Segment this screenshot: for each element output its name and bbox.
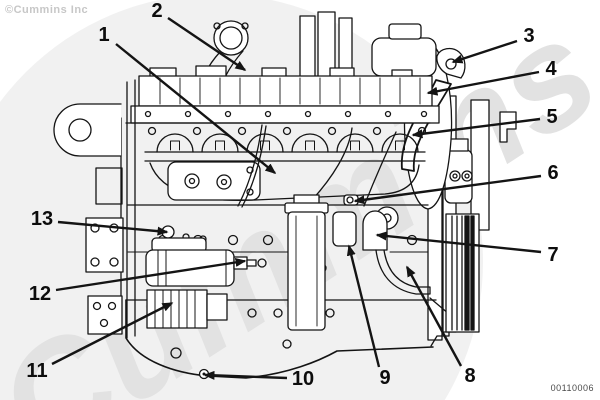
breather-dome bbox=[362, 210, 388, 251]
callout-9-leader-line bbox=[346, 244, 381, 368]
engine-line-art bbox=[53, 11, 517, 380]
callout-7: 7 bbox=[375, 231, 559, 266]
callout-10: 10 bbox=[203, 368, 314, 390]
callout-2-number: 2 bbox=[151, 0, 162, 22]
callout-6-number: 6 bbox=[547, 162, 558, 184]
callout-11: 11 bbox=[26, 301, 174, 382]
callout-4-leader-line bbox=[426, 70, 540, 96]
crank-pulley bbox=[445, 213, 480, 333]
callout-13-leader-line bbox=[57, 220, 169, 236]
callout-13-number: 13 bbox=[31, 208, 53, 230]
callout-5-leader-line bbox=[411, 117, 541, 139]
callout-8-leader-line bbox=[405, 265, 463, 367]
callout-10-leader-line bbox=[203, 370, 288, 380]
callout-11-leader-line bbox=[51, 301, 174, 366]
dipstick-tube bbox=[237, 124, 267, 208]
access-cover bbox=[167, 161, 261, 201]
callout-6: 6 bbox=[353, 162, 559, 205]
air-intake-connection bbox=[371, 23, 437, 77]
copyright-watermark: ©Cummins Inc bbox=[5, 4, 89, 16]
callout-1-leader-line bbox=[115, 43, 277, 174]
callout-10-number: 10 bbox=[292, 368, 314, 390]
callout-5-number: 5 bbox=[546, 106, 557, 128]
callout-7-leader-line bbox=[375, 231, 542, 254]
callout-7-number: 7 bbox=[547, 244, 558, 266]
callout-5: 5 bbox=[411, 106, 558, 139]
callout-1: 1 bbox=[98, 24, 277, 174]
water-pump bbox=[444, 138, 473, 204]
callout-13: 13 bbox=[31, 208, 169, 236]
callout-2: 2 bbox=[151, 0, 247, 71]
drain-hose bbox=[375, 249, 431, 295]
callout-3-leader-line bbox=[451, 39, 518, 64]
callout-12: 12 bbox=[29, 257, 247, 305]
callout-2-leader-line bbox=[167, 17, 247, 71]
callout-4: 4 bbox=[426, 58, 557, 96]
callout-6-leader-line bbox=[353, 174, 542, 205]
fuel-filter bbox=[284, 194, 329, 331]
callout-4-number: 4 bbox=[545, 58, 557, 80]
callout-1-number: 1 bbox=[98, 24, 109, 46]
callout-12-leader-line bbox=[55, 257, 247, 292]
callout-3-number: 3 bbox=[523, 25, 534, 47]
callout-8: 8 bbox=[405, 265, 476, 387]
callout-8-number: 8 bbox=[464, 365, 475, 387]
callout-9-number: 9 bbox=[379, 367, 390, 389]
callout-12-number: 12 bbox=[29, 283, 51, 305]
small-canister bbox=[332, 211, 357, 247]
front-cover bbox=[53, 79, 136, 339]
figure-code: 00110006 bbox=[550, 383, 594, 393]
starter-motor bbox=[146, 289, 228, 329]
callout-11-number: 11 bbox=[26, 360, 47, 382]
callout-3: 3 bbox=[451, 25, 535, 64]
callout-9: 9 bbox=[346, 244, 391, 389]
